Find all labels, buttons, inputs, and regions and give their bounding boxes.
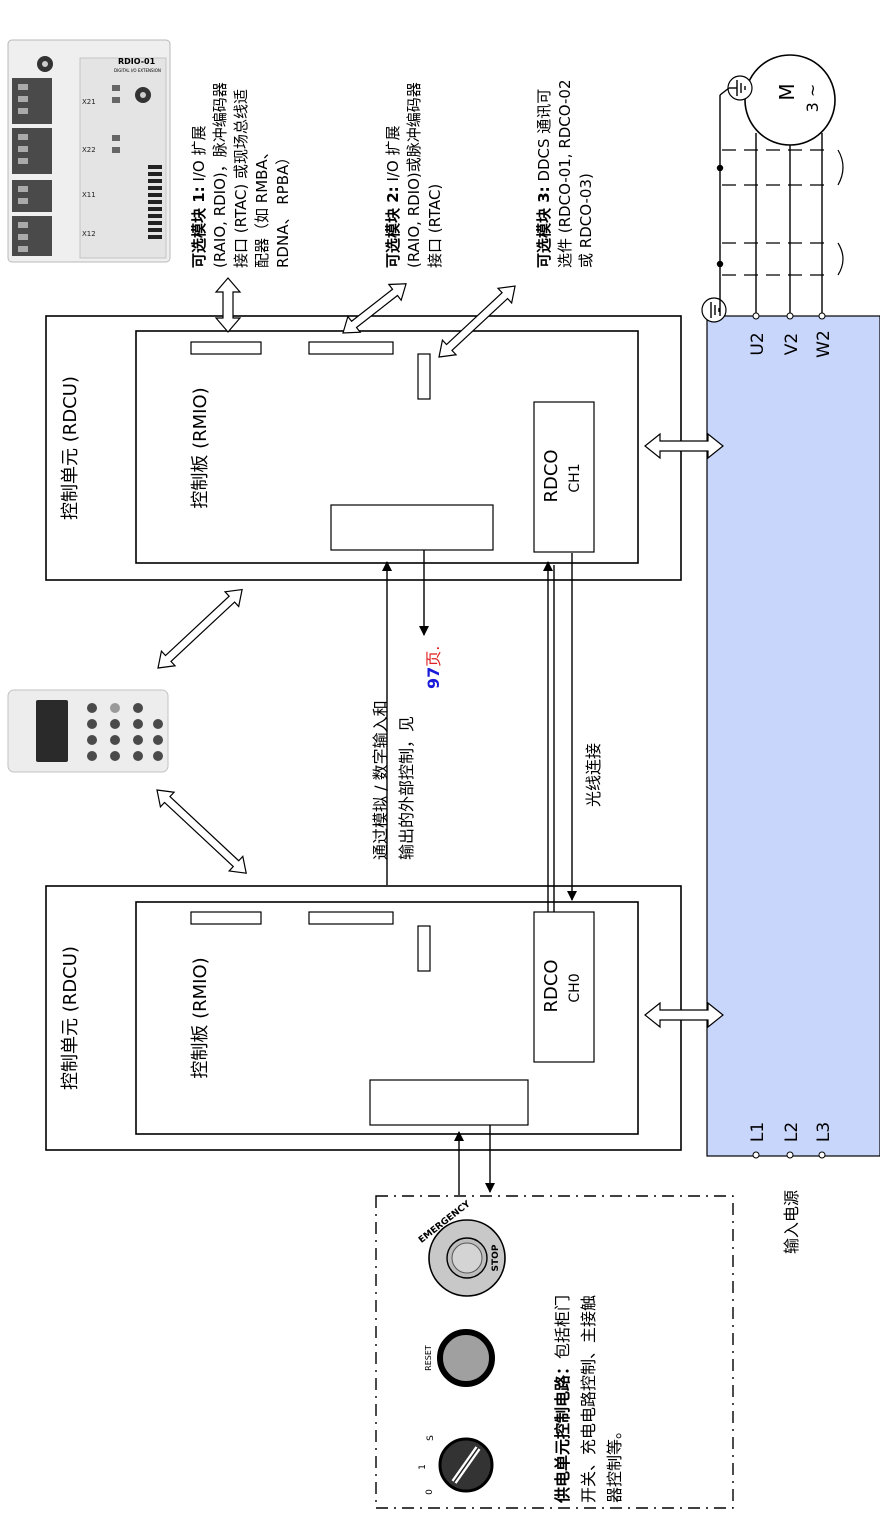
- lower-drive-link-arrow: [644, 1001, 724, 1029]
- upper-drive-link-arrow: [644, 432, 724, 460]
- control-panel-picture: [7, 689, 169, 773]
- m3-line2: 选件 (RDCO-01, RDCO-02: [556, 80, 574, 269]
- supply-circuit-description: 供电单元控制电路：包括柜门 开关、充电电路控制、主接触 器控制等。: [553, 1295, 624, 1504]
- m1-line3: 接口 (RTAC) 或现场总线适: [232, 89, 250, 268]
- input-l3: L3: [814, 1122, 834, 1142]
- drive-unit-area: [706, 315, 880, 1157]
- lower-rdco-label: RDCO: [541, 959, 562, 1012]
- lower-board-label: 控制板 (RMIO): [190, 957, 211, 1078]
- rdio-term-x21: X21: [82, 98, 96, 106]
- input-l2: L2: [782, 1122, 802, 1142]
- m3-rest: DDCS 通讯可: [535, 89, 553, 187]
- module1-link-arrow: [214, 277, 242, 333]
- motor-ground-icon: [727, 75, 753, 101]
- module2-link-arrow: [342, 283, 407, 334]
- external-control-note: 通过模拟 / 数字输入和 输出的外部控制，见 97页.: [371, 646, 443, 860]
- upper-board-label: 控制板 (RMIO): [190, 387, 211, 508]
- stop-label: STOP: [491, 1244, 501, 1271]
- input-terminals: L1 L2 L3: [748, 1122, 834, 1159]
- lower-channel-label: CH0: [567, 973, 583, 1002]
- reset-label: RESET: [424, 1345, 433, 1371]
- m1-rest: I/O 扩展: [190, 126, 208, 187]
- panel-upper-link-arrow: [157, 588, 243, 669]
- panel-lower-link-arrow: [156, 789, 247, 874]
- module3-text: 可选模块 3: DDCS 通讯可 选件 (RDCO-01, RDCO-02 或 …: [535, 80, 595, 269]
- svg-text:供电单元控制电路：包括柜门: 供电单元控制电路：包括柜门: [553, 1295, 572, 1504]
- pe-wiring: [716, 87, 730, 316]
- switch-label-s: S: [426, 1435, 436, 1441]
- reset-button[interactable]: RESET: [424, 1329, 495, 1387]
- ext-page-suffix: 页.: [424, 646, 443, 667]
- ext-line2: 输出的外部控制，见: [397, 716, 416, 860]
- rdio-term-x12: X12: [82, 230, 96, 238]
- supply-line3: 器控制等。: [605, 1423, 624, 1503]
- m3-bold: 可选模块 3:: [535, 186, 553, 268]
- m1-bold: 可选模块 1:: [190, 186, 208, 268]
- module3-link-arrow: [438, 285, 516, 358]
- output-v2: V2: [782, 333, 802, 355]
- rdio-name: RDIO-01: [118, 57, 156, 66]
- phase-wiring: [755, 133, 823, 316]
- m1-line2: (RAIO, RDIO)，脉冲编码器: [211, 82, 229, 268]
- upper-control-unit: 控制单元 (RDCU) 控制板 (RMIO) RDCO CH1: [45, 315, 682, 581]
- svg-text:可选模块 3: DDCS 通讯可: 可选模块 3: DDCS 通讯可: [535, 89, 553, 268]
- m2-bold: 可选模块 2:: [384, 186, 402, 268]
- output-terminals: U2 V2 W2: [748, 312, 834, 358]
- rdio-term-x11: X11: [82, 191, 96, 199]
- motor-symbol: M 3 ~: [744, 54, 836, 146]
- ext-line1: 通过模拟 / 数字输入和: [371, 700, 390, 860]
- motor-phase: 3 ~: [803, 84, 822, 113]
- output-w2: W2: [814, 330, 834, 358]
- m2-line2: (RAIO, RDIO)或脉冲编码器: [405, 82, 423, 268]
- supply-line2: 开关、充电电路控制、主接触: [579, 1295, 598, 1503]
- input-power-label: 输入电源: [782, 1190, 801, 1254]
- emergency-stop-button[interactable]: EMERGENCY STOP: [417, 1199, 506, 1297]
- supply-line1: 包括柜门: [553, 1295, 572, 1359]
- panel-display: [36, 700, 68, 762]
- svg-text:可选模块 2: I/O 扩展: 可选模块 2: I/O 扩展: [384, 126, 402, 269]
- m2-line3: 接口 (RTAC): [426, 184, 444, 268]
- svg-text:可选模块 1: I/O 扩展: 可选模块 1: I/O 扩展: [190, 126, 208, 269]
- fiber-label: 光线连接: [584, 743, 603, 807]
- rdco-ch0-box: [533, 911, 595, 1063]
- lower-control-unit: 控制单元 (RDCU) 控制板 (RMIO) RDCO CH0: [45, 885, 682, 1151]
- key-switch[interactable]: 0 1 S: [418, 1435, 494, 1495]
- input-l1: L1: [748, 1122, 768, 1142]
- upper-rdco-label: RDCO: [541, 449, 562, 502]
- rdco-ch1-box: [533, 401, 595, 553]
- rdio-term-x22: X22: [82, 146, 96, 154]
- ext-page-number: 97: [424, 667, 443, 689]
- supply-circuit-box: [375, 1195, 734, 1509]
- rdio-module-picture: RDIO-01 DIGITAL I/O EXTENSION X21 X22 X1…: [7, 39, 171, 263]
- m3-line3: 或 RDCO-03): [577, 173, 595, 268]
- upper-channel-label: CH1: [567, 463, 583, 492]
- m2-rest: I/O 扩展: [384, 126, 402, 187]
- motor-letter: M: [775, 83, 799, 100]
- module1-text: 可选模块 1: I/O 扩展 (RAIO, RDIO)，脉冲编码器 接口 (RT…: [190, 82, 292, 268]
- rdio-sub: DIGITAL I/O EXTENSION: [114, 68, 161, 73]
- switch-label-1: 1: [418, 1464, 428, 1470]
- lower-unit-label: 控制单元 (RDCU): [60, 946, 81, 1090]
- output-u2: U2: [748, 332, 768, 355]
- drive-ground-icon: [701, 297, 727, 323]
- switch-label-0: 0: [425, 1489, 435, 1495]
- upper-unit-label: 控制单元 (RDCU): [60, 376, 81, 520]
- m1-line4: 配器（如 RMBA、: [253, 144, 271, 268]
- module2-text: 可选模块 2: I/O 扩展 (RAIO, RDIO)或脉冲编码器 接口 (RT…: [384, 82, 444, 268]
- m1-line5: RDNA、 RPBA）: [274, 150, 292, 268]
- supply-title: 供电单元控制电路：: [553, 1359, 572, 1504]
- svg-text:97页.: 97页.: [424, 646, 443, 689]
